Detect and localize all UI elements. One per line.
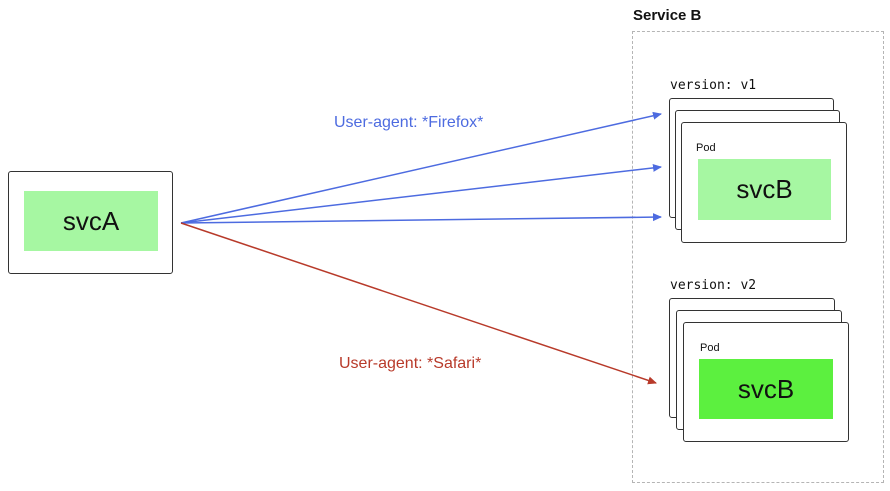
svc-a-label: svcA <box>24 191 158 251</box>
pod-v2-label: Pod <box>700 342 720 354</box>
version-v2-label: version: v2 <box>670 278 757 293</box>
svc-b-v2: svcB <box>699 359 833 419</box>
safari-route-label: User-agent: *Safari* <box>339 355 482 372</box>
firefox-route-label: User-agent: *Firefox* <box>334 114 484 131</box>
version-v1-label: version: v1 <box>670 78 757 93</box>
firefox-arrow-1 <box>180 111 662 224</box>
firefox-arrow-2 <box>180 163 662 224</box>
firefox-arrow-3 <box>180 213 662 224</box>
svc-b-v1: svcB <box>698 159 831 220</box>
service-b-title: Service B <box>633 7 702 24</box>
safari-arrow <box>180 222 657 385</box>
service-b-frame <box>632 31 884 483</box>
pod-v1-label: Pod <box>696 142 716 154</box>
